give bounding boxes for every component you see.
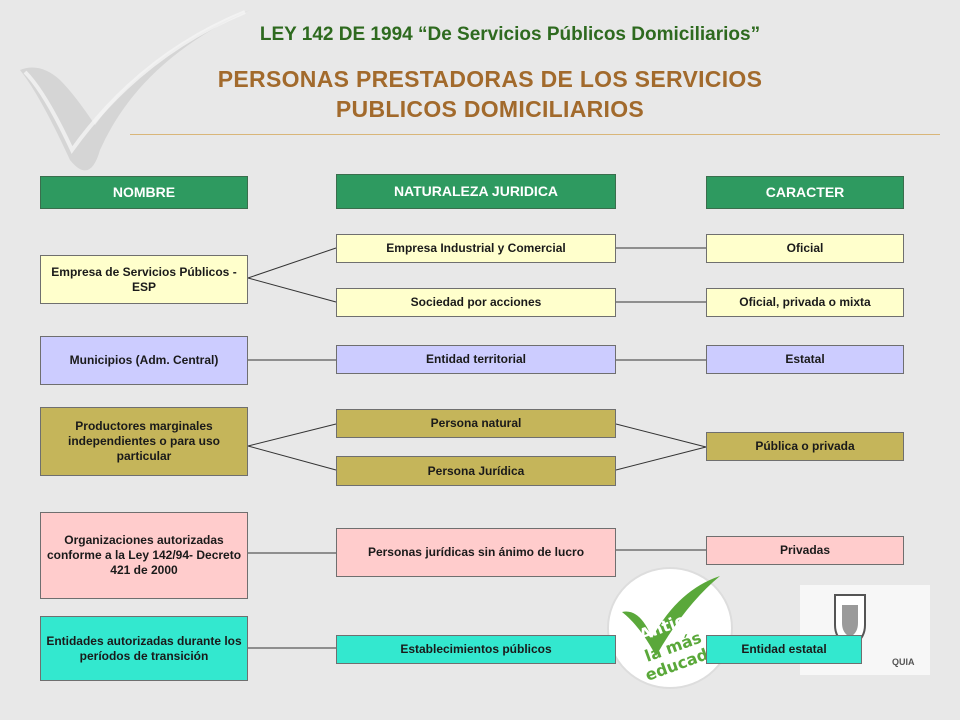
connector-natural-publica [615, 423, 707, 448]
checkmark-watermark-icon [20, 10, 250, 171]
nombre-productores: Productores marginales independientes o … [40, 407, 248, 476]
page-title-line-2: PUBLICOS DOMICILIARIOS [335, 96, 645, 122]
nombre-organizaciones: Organizaciones autorizadas conforme a la… [40, 512, 248, 599]
title-divider [130, 134, 940, 135]
caracter-privadas: Privadas [706, 536, 904, 565]
header-naturaleza: NATURALEZA JURIDICA [336, 174, 616, 209]
header-caracter: CARACTER [706, 176, 904, 209]
logo-partial-text: QUIA [892, 657, 915, 667]
nombre-esp: Empresa de Servicios Públicos - ESP [40, 255, 248, 304]
caracter-oficial: Oficial [706, 234, 904, 263]
connector-esp-sociedad [247, 277, 337, 303]
law-title: LEY 142 DE 1994 “De Servicios Públicos D… [259, 24, 761, 45]
naturaleza-territorial: Entidad territorial [336, 345, 616, 374]
caracter-estatal: Estatal [706, 345, 904, 374]
naturaleza-sin-animo-lucro: Personas jurídicas sin ánimo de lucro [336, 528, 616, 577]
connector-productores-natural [247, 423, 337, 447]
header-nombre: NOMBRE [40, 176, 248, 209]
caracter-publica-privada: Pública o privada [706, 432, 904, 461]
caracter-entidad-estatal: Entidad estatal [706, 635, 862, 664]
naturaleza-empresa-industrial: Empresa Industrial y Comercial [336, 234, 616, 263]
connector-productores-juridica [247, 445, 337, 471]
connector-esp-empresa-industrial [247, 247, 337, 279]
page-title-line-1: PERSONAS PRESTADORAS DE LOS SERVICIOS [217, 66, 763, 92]
antioquia-la-mas-educada-logo: Antioquia la más educada [607, 567, 733, 689]
naturaleza-persona-natural: Persona natural [336, 409, 616, 438]
page-title: PERSONAS PRESTADORAS DE LOS SERVICIOS PU… [140, 64, 840, 124]
naturaleza-establecimientos: Establecimientos públicos [336, 635, 616, 664]
naturaleza-persona-juridica: Persona Jurídica [336, 456, 616, 486]
nombre-municipios: Municipios (Adm. Central) [40, 336, 248, 385]
nombre-entidades-transicion: Entidades autorizadas durante los períod… [40, 616, 248, 681]
naturaleza-sociedad: Sociedad por acciones [336, 288, 616, 317]
caracter-mixta: Oficial, privada o mixta [706, 288, 904, 317]
connector-juridica-publica [615, 446, 707, 471]
